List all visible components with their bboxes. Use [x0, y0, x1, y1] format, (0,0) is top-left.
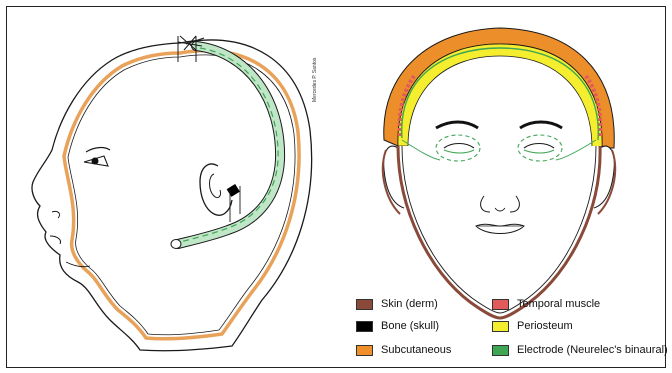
legend-item-electrode: Electrode (Neurelec's binaural)	[492, 344, 668, 356]
brow-left	[436, 122, 478, 128]
legend-label-periosteum: Periosteum	[517, 320, 573, 332]
legend-item-skin: Skin (derm)	[356, 298, 438, 310]
legend: Skin (derm) Temporal muscle Bone (skull)…	[352, 298, 668, 368]
legend-swatch-skin	[356, 299, 373, 310]
artist-signature: Mercedes P. Santos	[312, 42, 321, 102]
legend-swatch-subcutaneous	[356, 345, 373, 356]
frontal-head	[383, 28, 615, 318]
legend-swatch-periosteum	[492, 321, 509, 332]
brow-right	[520, 122, 562, 128]
profile-pupil	[92, 158, 99, 165]
legend-item-temporal-muscle: Temporal muscle	[492, 298, 600, 310]
profile-head	[32, 36, 312, 351]
legend-label-temporal-muscle: Temporal muscle	[517, 298, 600, 310]
legend-swatch-bone	[356, 321, 373, 332]
legend-swatch-electrode	[492, 345, 509, 356]
legend-item-subcutaneous: Subcutaneous	[356, 344, 451, 356]
electrode-tip	[171, 240, 181, 249]
legend-item-periosteum: Periosteum	[492, 320, 573, 332]
legend-label-skin: Skin (derm)	[381, 298, 438, 310]
legend-swatch-temporal-muscle	[492, 299, 509, 310]
legend-label-bone: Bone (skull)	[381, 320, 439, 332]
legend-label-subcutaneous: Subcutaneous	[381, 344, 451, 356]
legend-label-electrode: Electrode (Neurelec's binaural)	[517, 344, 668, 356]
legend-item-bone: Bone (skull)	[356, 320, 439, 332]
